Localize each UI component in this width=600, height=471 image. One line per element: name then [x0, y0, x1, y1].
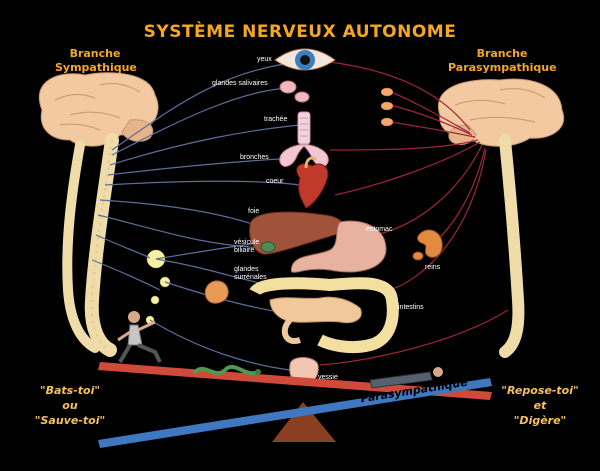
left-spinal-cord — [62, 133, 119, 357]
label-glandes-surrenales-line1: glandes — [234, 266, 259, 273]
branch-parasympathetic-line1: Branche — [476, 47, 528, 60]
parasympathetic-nerves — [319, 61, 509, 366]
label-trachee: trachée — [264, 116, 288, 123]
branch-parasympathetic-line2: Parasympathique — [448, 60, 557, 74]
label-glandes-salivaires: glandes salivaires — [212, 80, 268, 87]
branch-sympathetic-label: Branche Sympathique — [55, 47, 137, 75]
eye-illustration — [274, 48, 336, 71]
motto-parasympathetic-line3: "Digère" — [513, 413, 567, 427]
gallbladder-illustration — [260, 241, 276, 253]
adrenal-glands-illustration — [204, 280, 229, 304]
trachea-illustration — [297, 111, 311, 145]
label-yeux: yeux — [257, 56, 272, 63]
bronchi-illustration — [279, 143, 329, 167]
kidney-illustration — [412, 229, 443, 261]
label-bronches: bronches — [240, 154, 269, 161]
label-vesicule-line2: biliaire — [234, 247, 255, 255]
salivary-glands-illustration — [279, 80, 310, 103]
label-reins: reins — [425, 264, 441, 271]
parasympathetic-ganglia — [380, 87, 394, 127]
branch-parasympathetic-label: Branche Parasympathique — [448, 47, 557, 75]
resting-person-illustration — [369, 367, 443, 389]
label-coeur: coeur — [266, 178, 284, 185]
label-glandes-surrenales: glandes surrénales — [234, 266, 267, 282]
branch-sympathetic-line1: Branche — [69, 47, 121, 60]
snake-illustration — [193, 364, 261, 376]
label-foie: foie — [248, 208, 260, 215]
motto-parasympathetic: "Repose-toi" et "Digère" — [490, 384, 590, 429]
label-vessie: vessie — [318, 374, 338, 381]
heart-illustration — [296, 156, 329, 209]
intestines-illustration — [249, 277, 399, 354]
label-glandes-surrenales-line2: surrénales — [234, 274, 267, 282]
motto-parasympathetic-line1: "Repose-toi" — [501, 384, 579, 397]
label-estomac: estomac — [366, 226, 393, 233]
label-vesicule-line1: vésicule — [234, 239, 260, 246]
motto-sympathetic-line2: ou — [62, 398, 78, 412]
right-spinal-cord — [499, 134, 525, 358]
motto-parasympathetic-line2: et — [533, 398, 547, 412]
page-title: SYSTÈME NERVEUX AUTONOME — [143, 22, 457, 42]
motto-sympathetic-line1: "Bats-toi" — [39, 384, 101, 397]
label-vesicule-biliaire: vésicule biliaire — [234, 239, 259, 255]
left-brain — [38, 72, 159, 147]
motto-sympathetic-line3: "Sauve-toi" — [34, 413, 106, 427]
motto-sympathetic: "Bats-toi" ou "Sauve-toi" — [20, 384, 120, 429]
branch-sympathetic-line2: Sympathique — [55, 60, 137, 74]
label-intestins: intestins — [398, 304, 424, 311]
running-person-illustration — [117, 311, 162, 364]
stomach-illustration — [290, 220, 387, 273]
